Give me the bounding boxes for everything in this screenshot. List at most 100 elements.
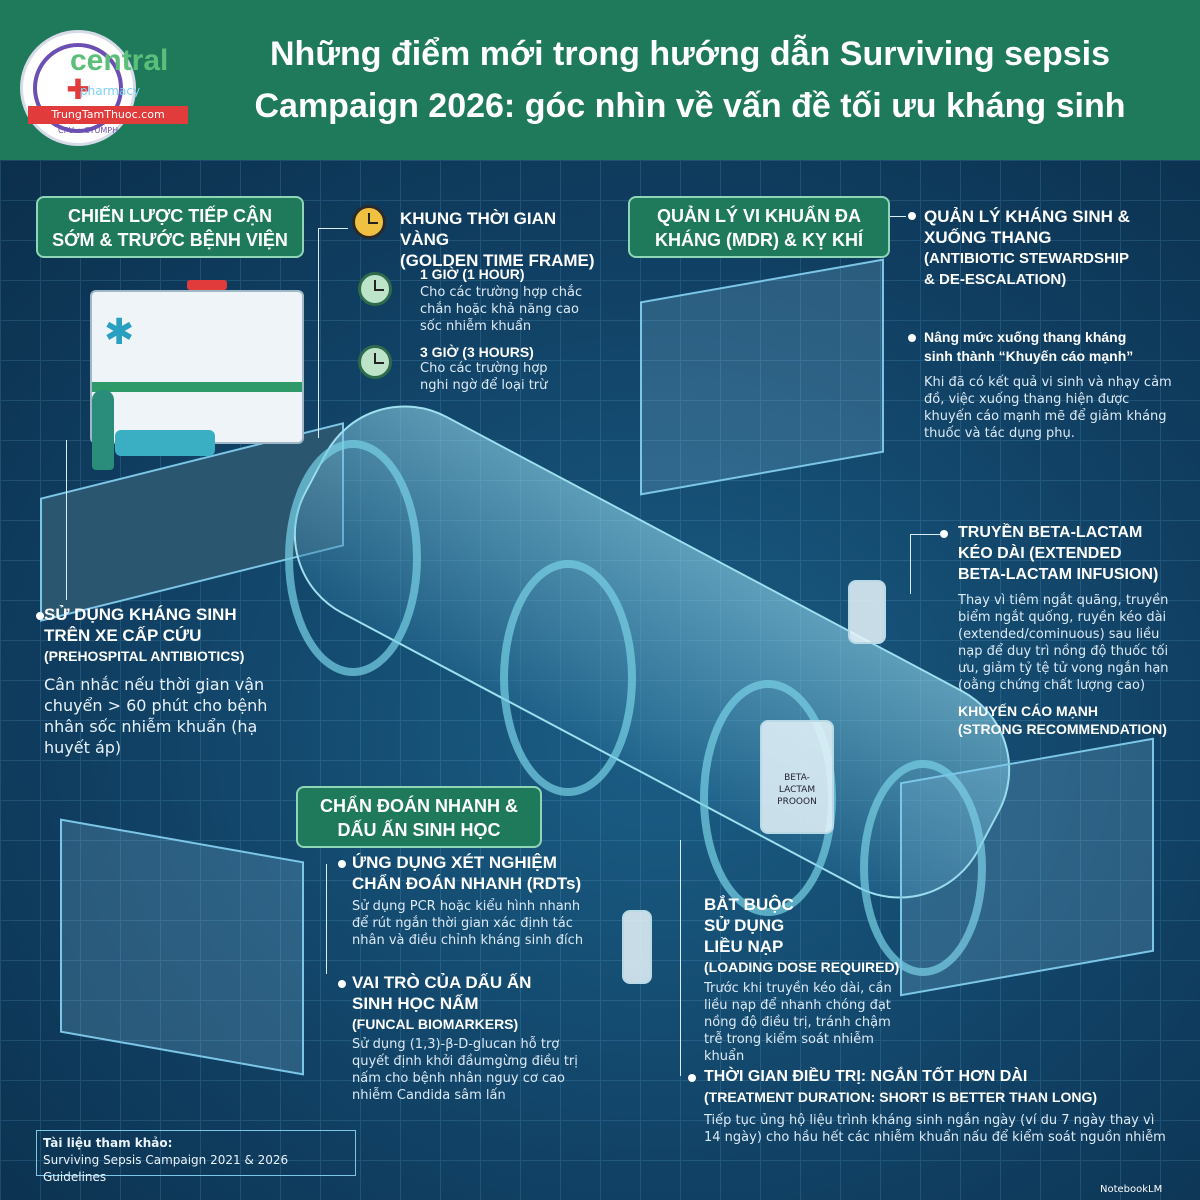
steward-head: QUẢN LÝ KHÁNG SINH & XUỐNG THANG (ANTIBI… (924, 206, 1184, 290)
rapid-diagnostic-room (60, 818, 304, 1076)
iv-bag-small (848, 580, 886, 644)
duration-bullet (688, 1074, 696, 1082)
ambulance-head: SỬ DỤNG KHÁNG SINH TRÊN XE CẤP CỨU (PREH… (44, 604, 304, 667)
siren-light-icon (187, 280, 227, 290)
rdt-head-1: ỨNG DỤNG XÉT NGHIỆM (352, 853, 557, 872)
connector-line (680, 840, 681, 1076)
paramedic-figure (92, 390, 114, 470)
ambulance-head-2: TRÊN XE CẤP CỨU (44, 626, 202, 645)
tube-ring-2 (500, 560, 636, 796)
reference-text: Surviving Sepsis Campaign 2021 & 2026 Gu… (43, 1153, 289, 1184)
connector-line (890, 216, 906, 217)
ambulance-head-3: (PREHOSPITAL ANTIBIOTICS) (44, 648, 245, 664)
deesc-head-2: sinh thành “Khuyến cáo mạnh” (924, 348, 1134, 364)
beta-head-3: BETA-LACTAM INFUSION) (958, 566, 1159, 583)
strong-head: KHUYẾN CÁO MẠNH (STRONG RECOMMENDATION) (958, 702, 1188, 738)
fungal-head: VAI TRÒ CỦA DẤU ẤN SINH HỌC NẤM (FUNCAL … (352, 972, 612, 1035)
loading-head: BẮT BUỘC SỬ DỤNG LIỀU NẠP (LOADING DOSE … (704, 894, 924, 978)
three-hour-body: Cho các trường hợp nghi ngờ để loại trừ (420, 361, 548, 393)
beta-head: TRUYỀN BETA-LACTAM KÉO DÀI (EXTENDED BET… (958, 522, 1188, 585)
iv-drip-chamber (622, 910, 652, 984)
connector-line (326, 864, 327, 974)
tube-ring-4 (860, 760, 986, 976)
reference-label: Tài liệu tham khảo: (43, 1136, 173, 1150)
fungal-head-3: (FUNCAL BIOMARKERS) (352, 1016, 519, 1032)
rdt-body: Sử dụng PCR hoặc kiểu hình nhanh để rút … (352, 899, 584, 948)
page-title: Những điểm mới trong hướng dẫn Surviving… (200, 28, 1180, 132)
deesc-head-1: Nâng mức xuống thang kháng (924, 329, 1127, 345)
connector-line (910, 534, 911, 594)
ambulance-bullet (36, 612, 44, 620)
logo-ring (33, 43, 123, 133)
fungal-body: Sử dụng (1,3)-β-D-glucan hỗ trợ quyết đị… (352, 1037, 578, 1103)
connector-line (318, 228, 319, 438)
duration-body: Tiếp tục ủng hộ liệu trình kháng sinh ng… (704, 1113, 1166, 1145)
clock-icon (352, 205, 386, 239)
rapid-diagnosis-pill: CHẨN ĐOÁN NHANH & DẤU ẤN SINH HỌC (296, 786, 542, 848)
beta-head-1: TRUYỀN BETA-LACTAM (958, 524, 1143, 541)
duration-head-1: THỜI GIAN ĐIỀU TRỊ: NGẮN TỐT HƠN DÀI (704, 1068, 1028, 1085)
beta-bullet (940, 530, 948, 538)
golden-time-head-1: KHUNG THỜI GIAN VÀNG (400, 209, 557, 249)
loading-head-4: (LOADING DOSE REQUIRED) (704, 959, 900, 975)
loading-head-3: LIỀU NẠP (704, 937, 784, 956)
rdt-head-2: CHẨN ĐOÁN NHANH (RDTs) (352, 874, 582, 893)
strong-head-2: (STRONG RECOMMENDATION) (958, 721, 1167, 737)
steward-head-1: QUẢN LÝ KHÁNG SINH & (924, 207, 1130, 226)
iv-bag-large: BETA-LACTAM PROOON (760, 720, 834, 834)
duration-head-2: (TREATMENT DURATION: SHORT IS BETTER THA… (704, 1089, 1098, 1105)
tube-ring-1 (285, 440, 421, 676)
mdr-pill: QUẢN LÝ VI KHUẨN ĐA KHÁNG (MDR) & KỴ KHÍ (628, 196, 890, 258)
three-hour-clock-icon (358, 345, 392, 379)
beta-head-2: KÉO DÀI (EXTENDED (958, 545, 1122, 562)
three-hour-head: 3 GIỜ (3 HOURS) (420, 344, 534, 360)
rdt-bullet (338, 860, 346, 868)
connector-line (318, 228, 348, 229)
fungal-head-1: VAI TRÒ CỦA DẤU ẤN (352, 973, 532, 992)
steward-head-3: (ANTIBIOTIC STEWARDSHIP (924, 250, 1129, 267)
title-line-2: Campaign 2026: góc nhìn về vấn đề tối ưu… (254, 87, 1126, 125)
deesc-bullet (908, 334, 916, 342)
deesc-head: Nâng mức xuống thang kháng sinh thành “K… (924, 328, 1184, 366)
ambulance-illustration: ✱ (90, 280, 304, 444)
medical-star-icon: ✱ (104, 312, 135, 353)
loading-head-1: BẮT BUỘC (704, 895, 794, 914)
header-banner: ✚ central pharmacy TrungTamThuoc.com CPU… (0, 0, 1200, 160)
ambulance-stripe (92, 382, 302, 392)
watermark: NotebookLM (1100, 1184, 1163, 1195)
logo-brand-sub: pharmacy (80, 84, 141, 98)
connector-line (910, 534, 940, 535)
logo: ✚ (20, 30, 136, 146)
title-line-1: Những điểm mới trong hướng dẫn Surviving… (270, 35, 1110, 73)
stretcher-figure (115, 430, 215, 456)
loading-head-2: SỬ DỤNG (704, 916, 785, 935)
ambulance-body: Cân nhắc nếu thời gian vận chuyển > 60 p… (44, 675, 268, 757)
one-hour-clock-icon (358, 272, 392, 306)
iv-bag-label-2: PROOON (777, 797, 817, 807)
connector-line (66, 440, 67, 600)
loading-body: Trước khi truyền kéo dài, cần liều nạp đ… (704, 981, 892, 1064)
one-hour-body: Cho các trường hợp chắc chắn hoặc khả nă… (420, 285, 583, 334)
rdt-head: ỨNG DỤNG XÉT NGHIỆM CHẨN ĐOÁN NHANH (RDT… (352, 852, 612, 894)
meeting-room (900, 737, 1154, 997)
golden-time-head: KHUNG THỜI GIAN VÀNG (GOLDEN TIME FRAME) (400, 208, 600, 271)
iv-bag-label-1: BETA-LACTAM (778, 773, 816, 795)
fungal-head-2: SINH HỌC NẤM (352, 994, 479, 1013)
logo-bar: TrungTamThuoc.com (28, 106, 188, 124)
duration-head: THỜI GIAN ĐIỀU TRỊ: NGẮN TỐT HƠN DÀI (TR… (704, 1066, 1184, 1108)
fungal-bullet (338, 980, 346, 988)
logo-brand: central (70, 44, 169, 77)
deesc-body: Khi đã có kết quả vi sinh và nhạy cảm đồ… (924, 375, 1172, 441)
infographic-body: ✱ BETA-LACTAM PROOON (0, 160, 1200, 1200)
iv-bag-label: BETA-LACTAM PROOON (768, 772, 826, 808)
logo-sub: CPU • CTUMPH (58, 126, 119, 135)
one-hour-head: 1 GIỜ (1 HOUR) (420, 266, 525, 282)
steward-bullet (908, 212, 916, 220)
strong-head-1: KHUYẾN CÁO MẠNH (958, 703, 1098, 719)
steward-head-2: XUỐNG THANG (924, 228, 1052, 247)
ambulance-head-1: SỬ DỤNG KHÁNG SINH (44, 605, 237, 624)
prehospital-pill: CHIẾN LƯỢC TIẾP CẬN SỚM & TRƯỚC BỆNH VIỆ… (36, 196, 304, 258)
cross-icon: ✚ (66, 73, 90, 106)
reference-box: Tài liệu tham khảo: Surviving Sepsis Cam… (36, 1130, 356, 1184)
beta-body: Thay vì tiêm ngắt quãng, truyền biểm ngắ… (958, 593, 1169, 693)
